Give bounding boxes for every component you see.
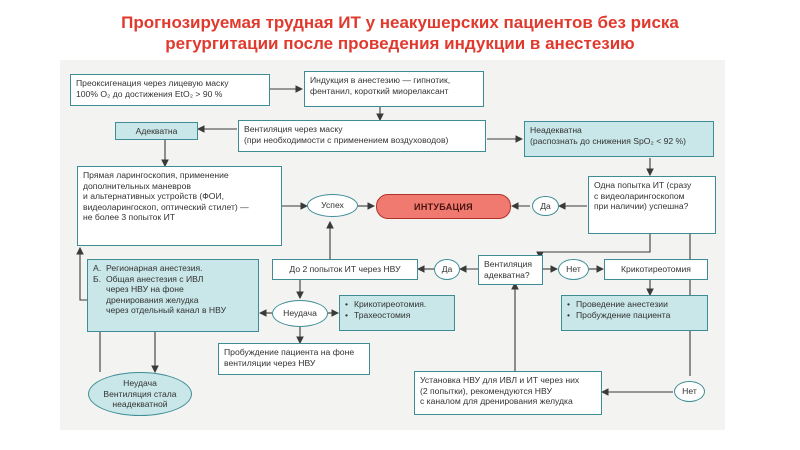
- failure-node-2: Неудача Вентиляция стала неадекватной: [88, 372, 192, 416]
- laryngoscopy-box: Прямая ларингоскопия, применение дополни…: [77, 166, 282, 246]
- vent-adequate-line-1: Вентиляция: [484, 259, 533, 269]
- failure2-line-3: неадекватной: [112, 399, 168, 410]
- two-attempts-label: До 2 попыток ИТ через НВУ: [289, 264, 401, 274]
- crico-list-box: Крикотиреотомия. Трахеостомия: [339, 295, 455, 331]
- regional-b-line-3: дренирования желудка: [106, 294, 199, 305]
- crico-list-item-1: Крикотиреотомия.: [345, 299, 449, 310]
- yes-label-2: Да: [441, 264, 453, 275]
- wakeup-box: Пробуждение пациента на фоне вентиляции …: [218, 343, 370, 375]
- nvu-install-line-3: с каналом для дренирования желудка: [420, 396, 573, 407]
- one-attempt-line-3: при наличии) успешна?: [594, 201, 689, 212]
- induction-line-1: Индукция в анестезию — гипнотик,: [310, 75, 451, 85]
- no-label-2: Нет: [682, 386, 697, 397]
- anesthesia-list-item-2: Пробуждение пациента: [567, 310, 702, 321]
- nvu-install-line-2: (2 попытки), рекомендуются НВУ: [420, 385, 552, 396]
- title-line-1: Прогнозируемая трудная ИТ у неакушерских…: [121, 13, 679, 32]
- yes-node-1: Да: [532, 196, 559, 216]
- success-node: Успех: [307, 194, 358, 217]
- one-attempt-box: Одна попытка ИТ (сразу с видеоларингоско…: [588, 176, 716, 234]
- laryngoscopy-line-5: не более 3 попыток ИТ: [83, 212, 176, 223]
- cricothyrotomy-box: Крикотиреотомия: [604, 259, 708, 280]
- regional-b-line-2: через НВУ на фоне: [106, 284, 184, 295]
- mask-vent-line-1: Вентиляция через маску: [244, 124, 343, 134]
- arrow-oneattempt-ventadequate: [536, 234, 651, 260]
- anesthesia-list-item-1: Проведение анестезии: [567, 299, 702, 310]
- preoxygenation-box: Преоксигенация через лицевую маску 100% …: [70, 74, 270, 106]
- one-attempt-line-1: Одна попытка ИТ (сразу: [594, 180, 692, 190]
- laryngoscopy-line-3: и альтернативных устройств (ФОИ,: [83, 191, 225, 202]
- intubation-node: ИНТУБАЦИЯ: [376, 194, 511, 219]
- preox-line-2: 100% O₂ до достижения EtO₂ > 90 %: [76, 88, 223, 99]
- yes-label-1: Да: [540, 200, 551, 211]
- induction-line-2: фентанил, короткий миорелаксант: [310, 85, 449, 96]
- cricothyrotomy-label: Крикотиреотомия: [621, 264, 691, 274]
- failure-node-1: Неудача: [272, 300, 328, 327]
- diagram-title: Прогнозируемая трудная ИТ у неакушерских…: [0, 12, 800, 54]
- no-node-1: Нет: [558, 259, 589, 280]
- two-attempts-box: До 2 попыток ИТ через НВУ: [272, 259, 418, 280]
- inadequate-box: Неадекватна (распознать до снижения SpO₂…: [524, 121, 714, 157]
- laryngoscopy-line-2: дополнительных маневров: [83, 180, 191, 191]
- regional-item-b: Б. Общая анестезия с ИВЛ через НВУ на фо…: [93, 274, 253, 316]
- regional-item-a: А. Регионарная анестезия.: [93, 263, 253, 274]
- nvu-install-box: Установка НВУ для ИВЛ и ИТ через них (2 …: [414, 371, 602, 415]
- regional-b-line-4: через отдельный канал в НВУ: [106, 305, 227, 316]
- preox-line-1: Преоксигенация через лицевую маску: [76, 78, 229, 88]
- inadequate-line-1: Неадекватна: [530, 125, 582, 135]
- regional-letter-b: Б.: [93, 273, 102, 284]
- nvu-install-line-1: Установка НВУ для ИВЛ и ИТ через них: [420, 375, 580, 385]
- wakeup-line-2: вентиляции через НВУ: [224, 357, 316, 368]
- adequate-box: Адекватна: [115, 122, 198, 140]
- intubation-label: ИНТУБАЦИЯ: [414, 201, 473, 212]
- regional-letter-a: А.: [93, 263, 102, 273]
- vent-adequate-box: Вентиляция адекватна?: [478, 255, 543, 285]
- regional-anesthesia-box: А. Регионарная анестезия. Б. Общая анест…: [87, 259, 259, 332]
- vent-adequate-line-2: адекватна?: [484, 269, 530, 280]
- inadequate-line-2: (распознать до снижения SpO₂ < 92 %): [530, 135, 687, 146]
- yes-node-2: Да: [434, 259, 460, 280]
- regional-b-line-1: Общая анестезия с ИВЛ: [106, 273, 204, 284]
- laryngoscopy-line-4: видеоларингоскоп, оптический стилет) —: [83, 201, 249, 212]
- anesthesia-list-box: Проведение анестезии Пробуждение пациент…: [561, 295, 708, 331]
- failure-label-1: Неудача: [283, 308, 317, 319]
- one-attempt-line-2: с видеоларингоскопом: [594, 190, 685, 201]
- wakeup-line-1: Пробуждение пациента на фоне: [224, 347, 355, 357]
- laryngoscopy-line-1: Прямая ларингоскопия, применение: [83, 170, 229, 180]
- title-line-2: регургитации после проведения индукции в…: [165, 34, 635, 53]
- mask-vent-line-2: (при необходимости с применением воздухо…: [244, 134, 449, 145]
- success-label: Успех: [321, 200, 344, 211]
- induction-box: Индукция в анестезию — гипнотик, фентани…: [304, 71, 484, 107]
- failure2-line-2: Вентиляция стала: [103, 388, 177, 399]
- no-label-1: Нет: [566, 264, 581, 275]
- mask-ventilation-box: Вентиляция через маску (при необходимост…: [238, 120, 486, 152]
- failure2-line-1: Неудача: [123, 378, 157, 389]
- adequate-label: Адекватна: [135, 126, 178, 136]
- regional-a-line-1: Регионарная анестезия.: [106, 263, 203, 273]
- crico-list-item-2: Трахеостомия: [345, 310, 449, 321]
- no-node-2: Нет: [674, 381, 705, 402]
